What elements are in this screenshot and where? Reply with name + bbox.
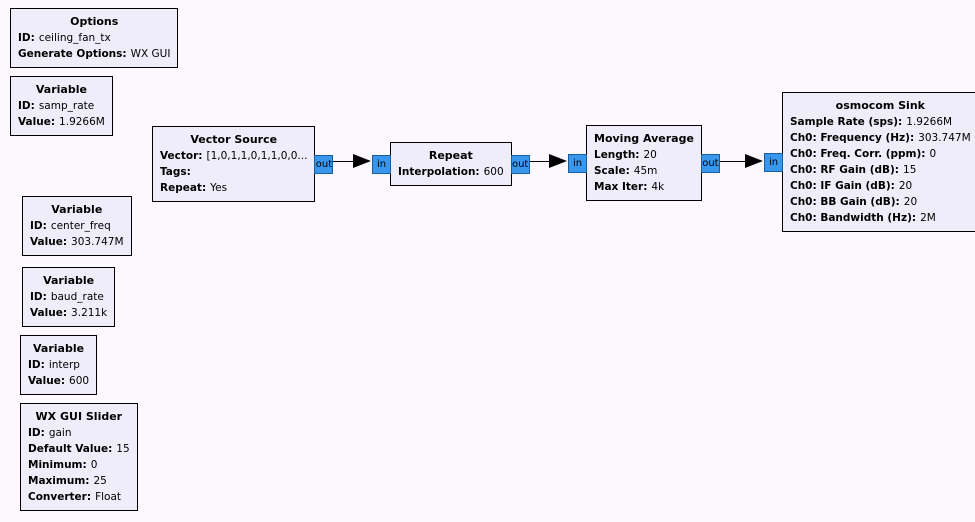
- port-in[interactable]: in: [568, 153, 587, 173]
- block-moving-average[interactable]: Moving Average Length:20 Scale:45m Max I…: [568, 125, 720, 201]
- param-id: ID:gain: [28, 427, 72, 439]
- block-title: osmocom Sink: [835, 99, 925, 112]
- param-ch0-bandwidth: Ch0: Bandwidth (Hz):2M: [790, 212, 936, 224]
- param-id: ID:baud_rate: [30, 291, 104, 303]
- param-maximum: Maximum:25: [28, 475, 107, 487]
- block-variable-center-freq[interactable]: Variable ID:center_freq Value:303.747M: [22, 196, 132, 256]
- param-scale: Scale:45m: [594, 165, 658, 177]
- block-title: Variable: [43, 274, 95, 287]
- param-id: ID:ceiling_fan_tx: [18, 32, 111, 44]
- block-variable-interp[interactable]: Variable ID:interp Value:600: [20, 335, 98, 395]
- block-vector-source[interactable]: Vector Source Vector:[1,0,1,1,0,1,1,0,0.…: [152, 126, 334, 202]
- param-id: ID:center_freq: [30, 220, 111, 232]
- wire-arrowhead-icon[interactable]: [549, 154, 567, 168]
- port-out[interactable]: out: [510, 154, 530, 174]
- port-out[interactable]: out: [314, 154, 334, 174]
- port-in[interactable]: in: [764, 152, 783, 172]
- block-title: Variable: [35, 83, 87, 96]
- block-title: WX GUI Slider: [35, 410, 123, 423]
- param-value: Value:3.211k: [30, 307, 108, 319]
- param-tags: Tags:: [160, 166, 191, 178]
- block-title: Moving Average: [594, 132, 694, 145]
- block-options[interactable]: Options ID:ceiling_fan_tx Generate Optio…: [10, 8, 179, 68]
- param-ch0-if-gain: Ch0: IF Gain (dB):20: [790, 180, 913, 192]
- block-wx-gui-slider[interactable]: WX GUI Slider ID:gain Default Value:15 M…: [20, 403, 138, 511]
- param-ch0-freq-corr: Ch0: Freq. Corr. (ppm):0: [790, 148, 937, 160]
- param-value: Value:303.747M: [30, 236, 124, 248]
- param-value: Value:1.9266M: [18, 116, 105, 128]
- param-minimum: Minimum:0: [28, 459, 98, 471]
- block-variable-samp-rate[interactable]: Variable ID:samp_rate Value:1.9266M: [10, 76, 113, 136]
- block-title: Variable: [51, 203, 103, 216]
- block-osmocom-sink[interactable]: osmocom Sink Sample Rate (sps):1.9266M C…: [764, 92, 975, 232]
- param-max-iter: Max Iter:4k: [594, 181, 665, 193]
- wire-arrowhead-icon[interactable]: [353, 154, 371, 168]
- param-default-value: Default Value:15: [28, 443, 130, 455]
- param-ch0-bb-gain: Ch0: BB Gain (dB):20: [790, 196, 918, 208]
- param-length: Length:20: [594, 149, 657, 161]
- block-variable-baud-rate[interactable]: Variable ID:baud_rate Value:3.211k: [22, 267, 116, 327]
- port-in[interactable]: in: [372, 154, 391, 174]
- param-value: Value:600: [28, 375, 90, 387]
- param-ch0-frequency: Ch0: Frequency (Hz):303.747M: [790, 132, 971, 144]
- block-title: Options: [70, 15, 119, 28]
- wire-arrowhead-icon[interactable]: [745, 154, 763, 168]
- wire-moving-average-to-osmocom-sink[interactable]: [703, 161, 746, 162]
- block-title: Vector Source: [190, 133, 278, 146]
- param-interpolation: Interpolation:600: [398, 166, 504, 178]
- port-out[interactable]: out: [700, 153, 720, 173]
- param-generate-options: Generate Options:WX GUI: [18, 48, 171, 60]
- param-ch0-rf-gain: Ch0: RF Gain (dB):15: [790, 164, 917, 176]
- param-vector: Vector:[1,0,1,1,0,1,1,0,0...: [160, 150, 308, 162]
- param-id: ID:interp: [28, 359, 80, 371]
- param-converter: Converter:Float: [28, 491, 121, 503]
- param-id: ID:samp_rate: [18, 100, 95, 112]
- block-repeat[interactable]: Repeat Interpolation:600 in out: [372, 142, 530, 186]
- param-repeat: Repeat:Yes: [160, 182, 228, 194]
- block-title: Variable: [33, 342, 85, 355]
- block-title: Repeat: [428, 149, 473, 162]
- param-sample-rate: Sample Rate (sps):1.9266M: [790, 116, 953, 128]
